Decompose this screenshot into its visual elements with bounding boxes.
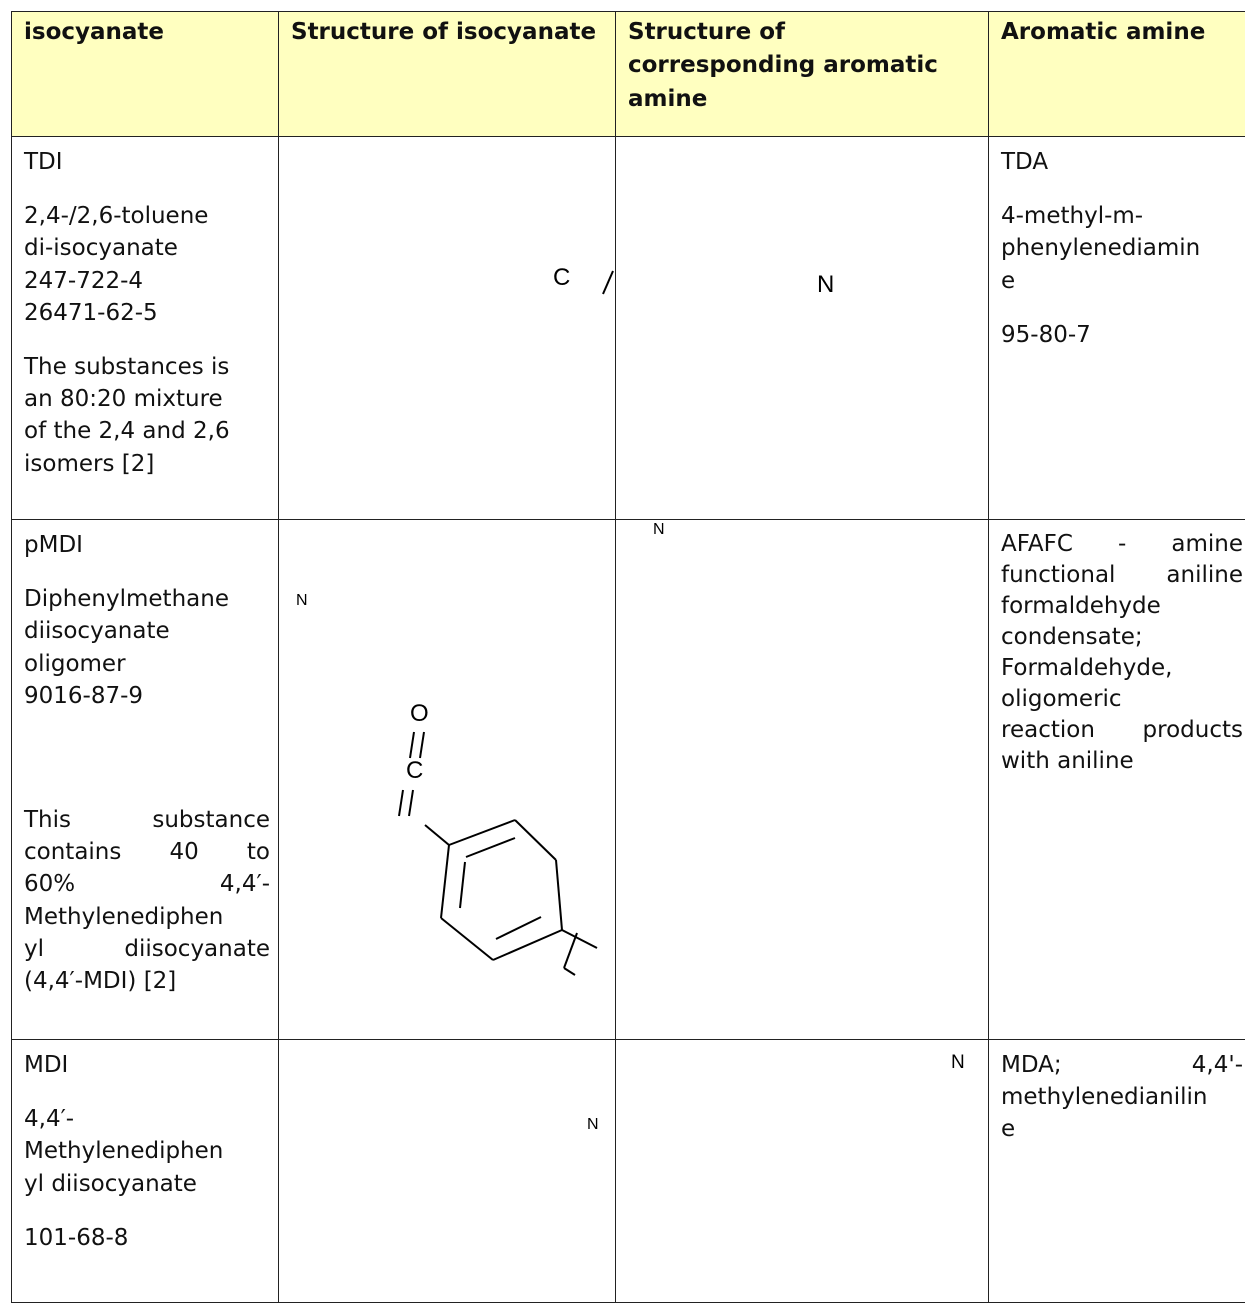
table-row: pMDI Diphenylmethane diisocyanate oligom… <box>12 520 1245 1040</box>
mdi-isocyanate-cell: MDI 4,4′- Methylenediphen yl diisocyanat… <box>12 1040 279 1303</box>
header-aromatic-amine: Aromatic amine <box>989 12 1245 137</box>
afafc-structure-cell: N <box>616 520 989 1040</box>
tdi-structure-cell: C <box>279 137 616 520</box>
tdi-abbr: TDI <box>24 146 270 178</box>
mdi-structure-atom-n: N <box>587 1116 599 1134</box>
pmdi-benzene-ring <box>279 520 616 1040</box>
table-row: TDI 2,4-/2,6-toluene di-isocyanate 247-7… <box>12 137 1245 520</box>
pmdi-abbr: pMDI <box>24 529 270 561</box>
tdi-name: 2,4-/2,6-toluene di-isocyanate 247-722-4… <box>24 200 270 329</box>
isocyanate-table: isocyanate Structure of isocyanate Struc… <box>11 11 1245 1303</box>
mdi-structure-cell: N <box>279 1040 616 1303</box>
pmdi-structure-cell: N O C <box>279 520 616 1040</box>
pmdi-note: This substance contains 40 to 60% 4,4′- … <box>24 804 270 997</box>
afafc-structure-atom-n: N <box>653 521 665 539</box>
tdi-structure-bond <box>279 137 616 520</box>
mdi-abbr: MDI <box>24 1049 270 1081</box>
mdi-cas: 101-68-8 <box>24 1222 270 1254</box>
tda-structure-cell: N <box>616 137 989 520</box>
tda-structure-atom-n: N <box>817 271 834 299</box>
tda-name: 4-methyl-m- phenylenediamin e <box>1001 200 1243 297</box>
header-structure-isocyanate: Structure of isocyanate <box>279 12 616 137</box>
mdi-name: 4,4′- Methylenediphen yl diisocyanate <box>24 1103 270 1200</box>
mda-name: MDA; 4,4'- methylenedianilin e <box>1001 1049 1243 1146</box>
afafc-amine-cell: AFAFC - amine functional aniline formald… <box>989 520 1245 1040</box>
mda-structure-atom-n: N <box>951 1052 965 1074</box>
header-isocyanate: isocyanate <box>12 12 279 137</box>
table-row: MDI 4,4′- Methylenediphen yl diisocyanat… <box>12 1040 1245 1303</box>
mda-amine-cell: MDA; 4,4'- methylenedianilin e <box>989 1040 1245 1303</box>
tda-abbr: TDA <box>1001 146 1243 178</box>
header-row: isocyanate Structure of isocyanate Struc… <box>12 12 1245 137</box>
pmdi-name: Diphenylmethane diisocyanate oligomer 90… <box>24 583 270 712</box>
tdi-note: The substances is an 80:20 mixture of th… <box>24 351 270 480</box>
tda-cas: 95-80-7 <box>1001 319 1243 351</box>
tda-amine-cell: TDA 4-methyl-m- phenylenediamin e 95-80-… <box>989 137 1245 520</box>
tdi-isocyanate-cell: TDI 2,4-/2,6-toluene di-isocyanate 247-7… <box>12 137 279 520</box>
pmdi-isocyanate-cell: pMDI Diphenylmethane diisocyanate oligom… <box>12 520 279 1040</box>
header-structure-amine: Structure of corresponding aromatic amin… <box>616 12 989 137</box>
mda-structure-cell: N <box>616 1040 989 1303</box>
afafc-description: AFAFC - amine functional aniline formald… <box>1001 529 1243 777</box>
